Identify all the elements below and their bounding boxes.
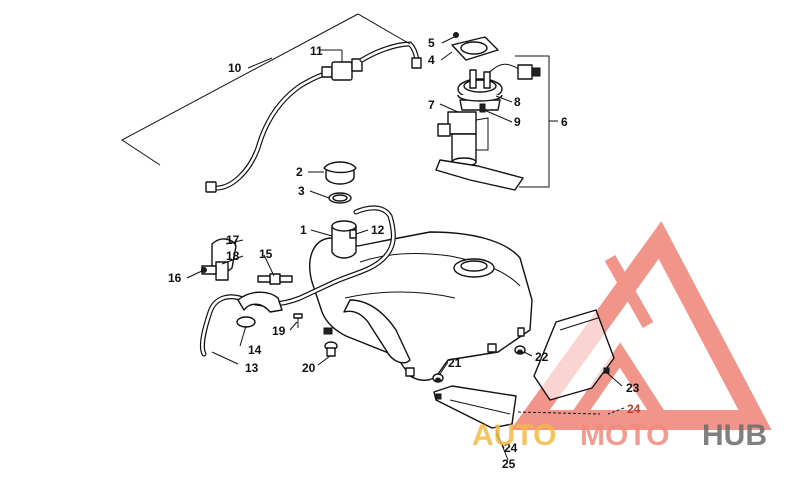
valve-15	[257, 273, 293, 285]
grommet-22	[514, 345, 526, 355]
callout-25: 25	[502, 457, 516, 471]
valve-18	[201, 261, 229, 281]
leader-lines	[186, 36, 625, 461]
callout-9: 9	[514, 115, 521, 129]
callout-15: 15	[259, 247, 273, 261]
fuel-filter-11	[321, 41, 422, 81]
callout-4: 4	[428, 53, 435, 67]
bracket-10	[121, 13, 411, 166]
callout-19: 19	[272, 324, 286, 338]
gasket-3	[328, 192, 352, 204]
watermark-text: AUTO MOTO HUB	[472, 419, 767, 452]
fuel-pump-assembly	[435, 32, 550, 191]
callout-1: 1	[300, 223, 307, 237]
watermark-moto: MOTO	[580, 419, 669, 452]
callout-6: 6	[561, 115, 568, 129]
callout-8: 8	[514, 95, 521, 109]
grommet-21	[432, 373, 444, 383]
callout-2: 2	[296, 165, 303, 179]
callout-24-right: 24	[627, 402, 641, 416]
callout-12: 12	[371, 223, 385, 237]
watermark-auto: AUTO	[472, 419, 556, 452]
callout-5: 5	[428, 36, 435, 50]
screw-19	[293, 313, 303, 328]
callout-13: 13	[245, 361, 259, 375]
callout-11: 11	[310, 44, 323, 58]
callout-7: 7	[428, 98, 435, 112]
callout-14: 14	[248, 343, 262, 357]
callout-10: 10	[228, 61, 242, 75]
bracket-14	[236, 291, 283, 328]
callout-20: 20	[302, 361, 316, 375]
grommet-20	[324, 341, 338, 357]
callout-21: 21	[448, 356, 462, 370]
filler-cap-2	[323, 161, 357, 185]
watermark-hub: HUB	[702, 419, 767, 452]
callout-24-left: 24	[504, 441, 518, 455]
heat-shield-25	[433, 385, 517, 429]
heat-shield-23	[533, 309, 615, 401]
fuel-tank-1	[309, 220, 533, 381]
callout-3: 3	[298, 184, 305, 198]
callout-22: 22	[535, 350, 549, 364]
callout-17: 17	[226, 233, 240, 247]
vent-line-13	[199, 294, 249, 357]
callout-18: 18	[226, 249, 240, 263]
callout-labels: 10 11 1 2 3 4 5 7 8 9 6 12 17 18 15 16 1…	[168, 36, 641, 471]
callout-23: 23	[626, 381, 640, 395]
callout-16: 16	[168, 271, 182, 285]
vent-hose-12	[243, 205, 396, 307]
fuel-line-10	[205, 71, 328, 193]
